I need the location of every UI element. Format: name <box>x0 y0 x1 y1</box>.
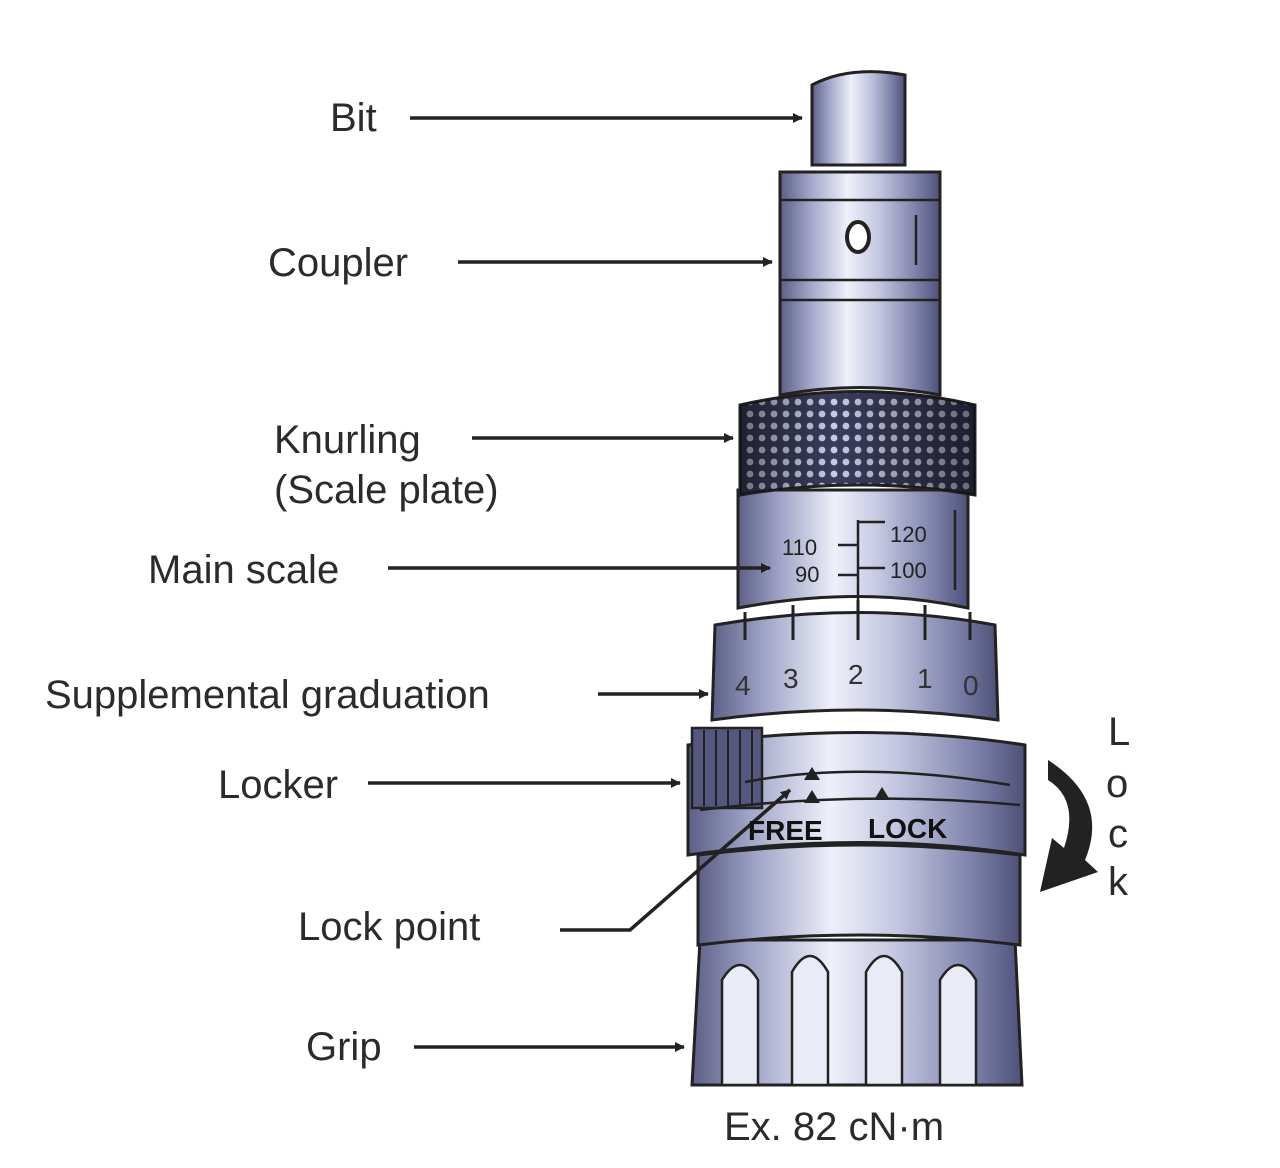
scale-tick-100: 100 <box>890 558 927 583</box>
lock-point-leader <box>560 788 792 932</box>
scale-tick-110: 110 <box>782 535 817 560</box>
lock-letter-l: L <box>1108 710 1131 754</box>
supp-tick-4: 4 <box>735 670 751 701</box>
supp-tick-2: 2 <box>848 659 864 690</box>
label-lock-point: Lock point <box>298 905 481 949</box>
coupler-body <box>778 170 942 397</box>
lock-letter-k: k <box>1108 860 1128 904</box>
supp-tick-3: 3 <box>783 663 799 694</box>
grip-body <box>690 938 1024 1087</box>
main-scale-barrel <box>736 488 970 632</box>
label-scale-plate: (Scale plate) <box>274 468 499 512</box>
bit-shaft <box>810 70 907 167</box>
label-grip: Grip <box>306 1025 382 1069</box>
locker-ring <box>686 726 1027 857</box>
label-locker: Locker <box>218 763 339 807</box>
scale-tick-120: 120 <box>890 522 927 547</box>
supp-tick-0: 0 <box>963 670 979 701</box>
lock-rotation-arrow <box>1040 760 1098 892</box>
label-main-scale: Main scale <box>148 548 340 592</box>
scale-tick-90: 90 <box>795 562 819 587</box>
supp-tick-1: 1 <box>917 663 933 694</box>
lock-letter-o: o <box>1106 762 1129 806</box>
label-coupler: Coupler <box>268 241 409 285</box>
label-supplemental-graduation: Supplemental graduation <box>45 673 490 717</box>
label-knurling: Knurling <box>274 418 421 462</box>
lock-letter-c: c <box>1108 812 1128 856</box>
knurling-band <box>738 390 977 497</box>
locker-free-mark: FREE <box>748 815 823 846</box>
example-caption: Ex. 82 cN·m <box>724 1105 945 1149</box>
label-bit: Bit <box>330 96 377 140</box>
lower-collar <box>696 843 1022 947</box>
locker-lock-mark: LOCK <box>868 813 947 844</box>
